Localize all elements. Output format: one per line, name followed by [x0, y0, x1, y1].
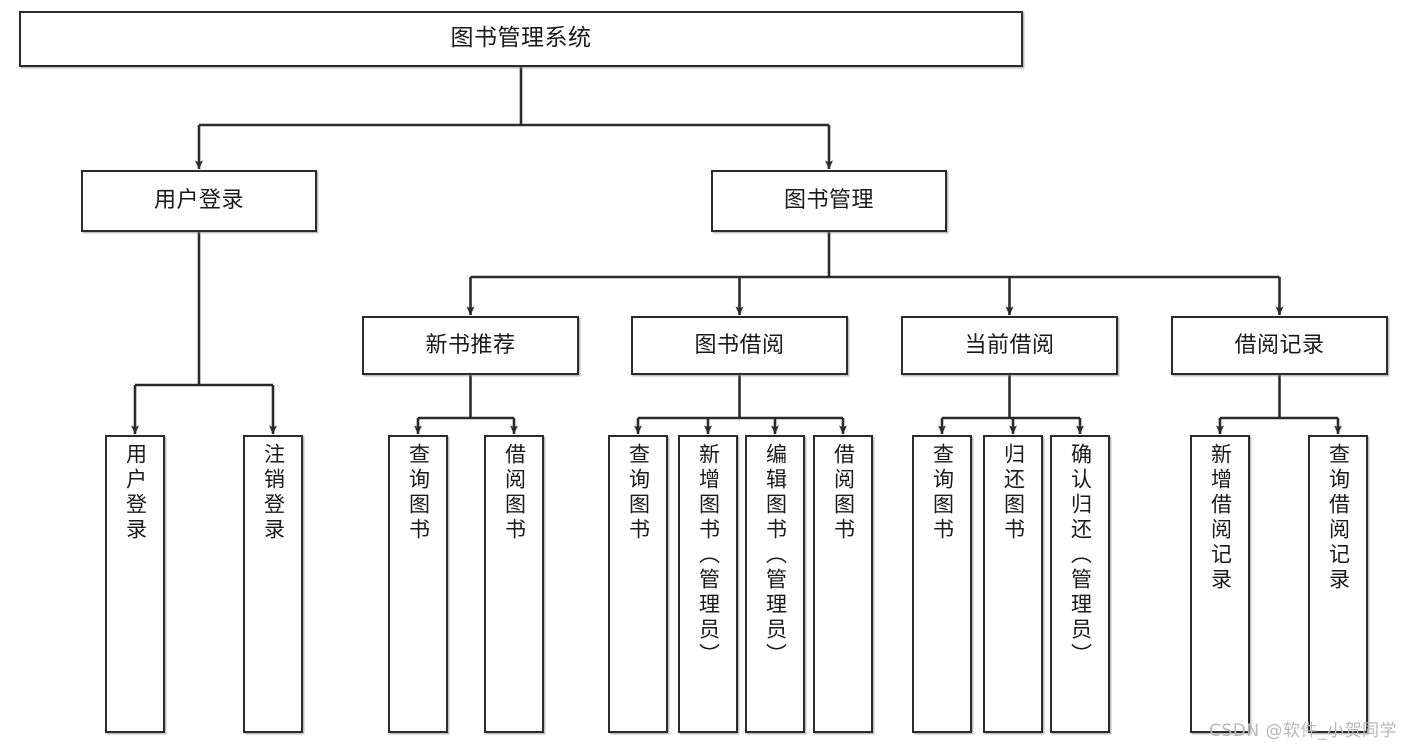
node-leaf-query-book-cur-label: 查询图书	[930, 443, 955, 543]
node-leaf-edit-book[interactable]: 编辑图书（管理员）	[745, 435, 805, 733]
node-new-book-rec[interactable]: 新书推荐	[362, 316, 579, 375]
node-user-login[interactable]: 用户登录	[81, 170, 317, 232]
node-borrow-record-label: 借阅记录	[1234, 332, 1325, 358]
node-leaf-query-book-borrow[interactable]: 查询图书	[608, 435, 668, 733]
node-leaf-query-book-cur[interactable]: 查询图书	[912, 435, 972, 733]
node-leaf-confirm-return-label: 确认归还（管理员）	[1068, 443, 1093, 668]
node-current-borrow-label: 当前借阅	[964, 332, 1055, 358]
node-leaf-confirm-return[interactable]: 确认归还（管理员）	[1050, 435, 1110, 733]
node-leaf-return-book-label: 归还图书	[1001, 443, 1026, 543]
node-book-manage-label: 图书管理	[783, 188, 874, 214]
node-leaf-borrow-book-rec[interactable]: 借阅图书	[484, 435, 544, 733]
node-book-manage[interactable]: 图书管理	[711, 170, 947, 232]
node-leaf-borrow-book-rec-label: 借阅图书	[502, 443, 527, 543]
node-leaf-logout-label: 注销登录	[261, 443, 286, 543]
node-root-label: 图书管理系统	[450, 25, 592, 52]
node-leaf-add-record-label: 新增借阅记录	[1208, 443, 1233, 593]
node-current-borrow[interactable]: 当前借阅	[901, 316, 1118, 375]
node-book-borrow-label: 图书借阅	[694, 332, 785, 358]
node-leaf-logout[interactable]: 注销登录	[243, 435, 303, 733]
node-user-login-label: 用户登录	[153, 188, 244, 214]
node-leaf-add-book-label: 新增图书（管理员）	[696, 443, 721, 668]
node-leaf-add-book[interactable]: 新增图书（管理员）	[678, 435, 738, 733]
node-leaf-query-record-label: 查询借阅记录	[1326, 443, 1351, 593]
node-leaf-user-login-label: 用户登录	[123, 443, 148, 543]
node-leaf-borrow-book[interactable]: 借阅图书	[813, 435, 873, 733]
node-borrow-record[interactable]: 借阅记录	[1171, 316, 1388, 375]
node-leaf-user-login[interactable]: 用户登录	[105, 435, 165, 733]
node-leaf-query-book-borrow-label: 查询图书	[626, 443, 651, 543]
node-leaf-add-record[interactable]: 新增借阅记录	[1190, 435, 1250, 733]
node-root[interactable]: 图书管理系统	[19, 11, 1023, 67]
node-new-book-rec-label: 新书推荐	[425, 332, 516, 358]
csdn-watermark: CSDN @软件_小贺同学	[1209, 721, 1397, 741]
node-leaf-query-book-rec[interactable]: 查询图书	[388, 435, 448, 733]
node-leaf-query-book-rec-label: 查询图书	[406, 443, 431, 543]
node-leaf-borrow-book-label: 借阅图书	[831, 443, 856, 543]
node-leaf-edit-book-label: 编辑图书（管理员）	[763, 443, 788, 668]
node-book-borrow[interactable]: 图书借阅	[631, 316, 848, 375]
node-leaf-return-book[interactable]: 归还图书	[983, 435, 1043, 733]
node-leaf-query-record[interactable]: 查询借阅记录	[1308, 435, 1368, 733]
